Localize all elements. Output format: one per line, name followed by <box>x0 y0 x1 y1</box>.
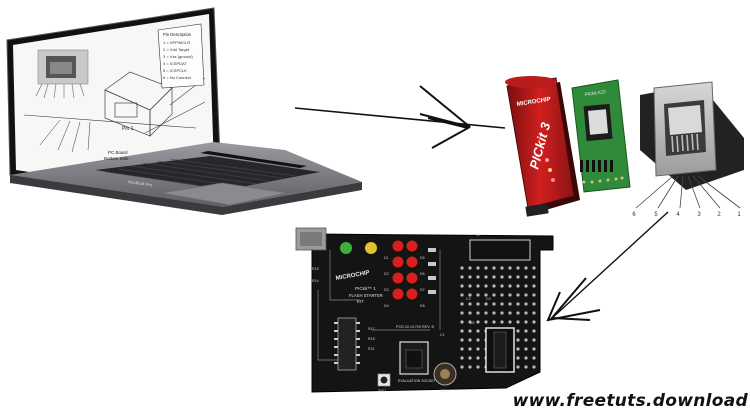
silk-label: R21 <box>368 347 375 351</box>
pickit3-programmer: MICROCHIP PICkit 3 <box>505 76 580 217</box>
silk-label: D1 <box>384 256 389 260</box>
rj-pin-number: 2 <box>717 212 721 218</box>
silk-label: D5 <box>420 256 425 260</box>
silk-label: C3 <box>486 297 491 301</box>
silk-label: J1 <box>476 233 480 237</box>
rj-pin-number: 5 <box>654 212 658 218</box>
flash-starter-board: MICROCHIP PICkit™ 1 FLASH STARTER KIT PC… <box>295 227 554 393</box>
board-title-line1: PICkit™ 1 <box>355 286 376 291</box>
board-switch-label: SW1 <box>378 389 386 393</box>
note-pc-board: PC Board <box>108 150 128 155</box>
pin-description-list: 1 = VPP/MCLR 2 = Vdd Target 3 = Vss (groun… <box>163 40 193 80</box>
evaluation-socket <box>399 341 429 375</box>
arrow-laptop-to-programmer <box>294 85 506 149</box>
silk-label: D8 <box>420 304 425 308</box>
main-ic <box>337 317 357 371</box>
laptop-brand-label: MacBook Pro <box>128 179 153 187</box>
silk-label: D4 <box>384 304 389 308</box>
pin-description-item: 6 = No Connect <box>163 75 192 80</box>
pin-description-box <box>157 23 205 89</box>
silk-label: R14 <box>312 279 319 283</box>
board-pot-label: RP1 <box>440 389 447 393</box>
laptop-trackpad <box>161 182 288 206</box>
led-yellow <box>365 242 377 254</box>
led-green <box>340 242 352 254</box>
board-brand: MICROCHIP <box>335 270 370 282</box>
pickit-brand: MICROCHIP <box>516 97 551 108</box>
pin-description-item: 2 = Vdd Target <box>163 47 190 52</box>
rj-pin-number: 4 <box>676 212 680 218</box>
silk-label: R17 <box>368 327 375 331</box>
note-bottom-side: Bottom Side <box>104 156 129 161</box>
adapter-label: PICkit ICD <box>584 89 606 97</box>
watermark: www.freetuts.download <box>512 391 748 411</box>
laptop: MacBook Pro <box>6 7 362 215</box>
prototype-area <box>460 266 536 369</box>
laptop-keyboard <box>95 156 320 190</box>
pin-description-item: 3 = Vss (ground) <box>163 54 193 59</box>
board-title-line3: KIT <box>357 299 364 304</box>
arrow-connector-to-board <box>546 211 669 322</box>
silk-label: D7 <box>420 288 425 292</box>
silk-label: C2 <box>466 297 471 301</box>
pin-description-item: 1 = VPP/MCLR <box>163 40 190 45</box>
pin-description-item: 5 = ICSPCLK <box>163 68 187 73</box>
rj-pin-number: 1 <box>737 212 741 218</box>
pin-description-title: Pin Description <box>163 32 192 37</box>
rj-connector: 6 5 4 3 2 1 <box>632 81 744 218</box>
rj-pin-number: 6 <box>632 212 636 218</box>
rj-pin-number: 3 <box>697 212 701 218</box>
rj-pin-numbers: 6 5 4 3 2 1 <box>632 212 741 218</box>
board-socket-label: EVALUATION SOCKET <box>398 379 437 383</box>
pin-description-item: 4 = ICSPDAT <box>163 61 187 66</box>
board-part-number: PCB 02-01709 REV. B <box>396 325 435 329</box>
silk-label: U2 <box>470 321 475 325</box>
led-array <box>392 240 418 300</box>
silk-label: D3 <box>384 288 389 292</box>
silk-label: D6 <box>420 272 425 276</box>
silk-label: C1 <box>440 333 445 337</box>
silk-label: D2 <box>384 272 389 276</box>
pickit-adapter-board: PICkit ICD <box>571 79 631 193</box>
screen-diagram: Pin Description 1 = VPP/MCLR 2 = Vdd Targ… <box>23 23 206 161</box>
silk-label: R15 <box>312 267 319 271</box>
note-pin1: Pin 1 <box>122 126 134 132</box>
silk-label: R18 <box>368 337 375 341</box>
header-j1 <box>469 239 531 261</box>
board-title-line2: FLASH STARTER <box>349 293 383 298</box>
